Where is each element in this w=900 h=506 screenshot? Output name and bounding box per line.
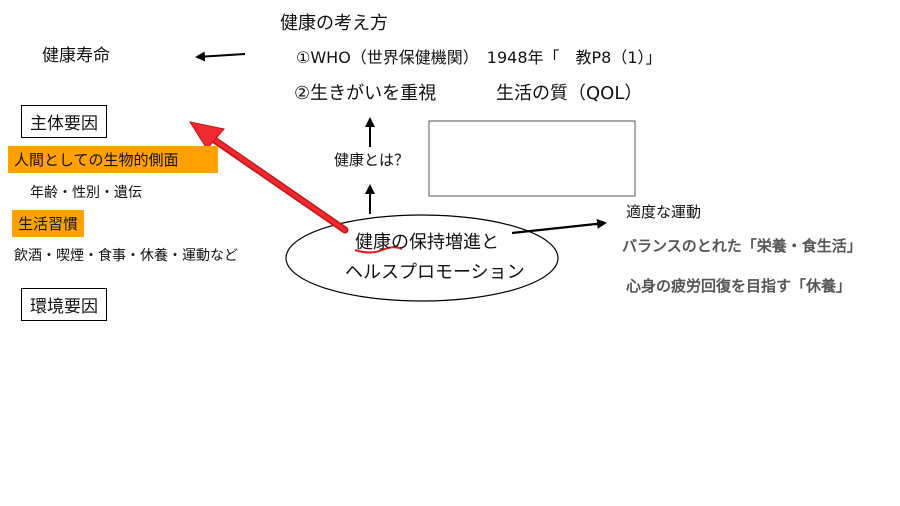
red-arrow-head (188, 121, 225, 150)
lifestyle-habits-label: 生活習慣 (12, 210, 85, 237)
center-ellipse (285, 214, 559, 302)
health-underline (354, 246, 403, 254)
health-word: 健康 (355, 232, 391, 253)
what-is-health-label: 健康とは？ (334, 151, 410, 169)
rest-label: 心身の疲労回復を目指す「休養」 (626, 277, 852, 295)
arrow-to-lifespan (195, 51, 246, 62)
subject-factor-box: 主体要因 (21, 105, 107, 138)
habits-detail: 飲酒・喫煙・食事・休養・運動など (14, 248, 238, 264)
qol-line: 生活の質（QOL） (496, 83, 643, 104)
ellipse-line-2: ヘルスプロモーション (345, 262, 525, 283)
who-definition: ①WHO（世界保健機関） 1948年「 教P8（1）」 (296, 48, 662, 67)
environment-factor-box: 環境要因 (21, 288, 107, 321)
biological-aspect-label: 人間としての生物的側面 (8, 146, 218, 173)
diagram-title: 健康の考え方 (280, 13, 388, 34)
exercise-label: 適度な運動 (626, 203, 702, 221)
healthy-lifespan-label: 健康寿命 (42, 46, 110, 66)
biological-detail: 年齢・性別・遺伝 (30, 185, 142, 201)
ikigai-line: ②生きがいを重視 (294, 83, 437, 104)
nutrition-label: バランスのとれた「栄養・食生活」 (622, 237, 862, 255)
ellipse-line-1: 健康の保持増進と (355, 228, 499, 254)
promotion-text: の保持増進と (391, 232, 499, 253)
red-arrow-shaft-inner (210, 136, 347, 232)
arrow-to-exercise (511, 218, 607, 235)
answer-box (428, 120, 636, 197)
